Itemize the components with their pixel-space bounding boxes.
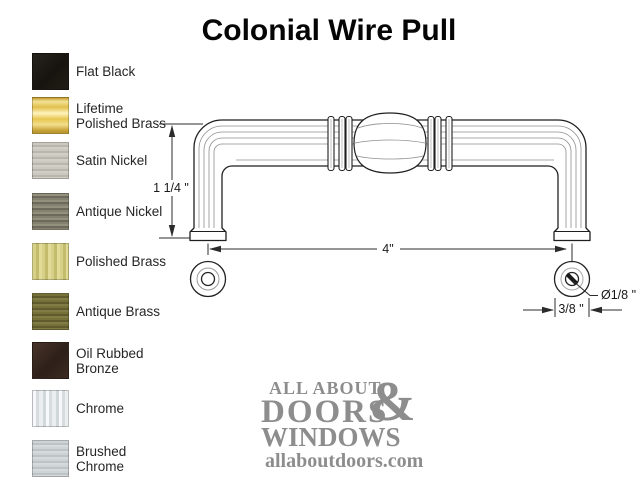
pull-handle-outline xyxy=(189,119,591,242)
wire-pull-technical-drawing: 1 1/4 " 4" 3/8 " Ø1/8 " xyxy=(153,112,636,317)
screw-slot xyxy=(566,273,578,285)
arrow-right-icon xyxy=(542,306,554,314)
finish-label-antique-nickel: Antique Nickel xyxy=(76,204,163,219)
finish-swatch-oil-rubbed-bronze[interactable] xyxy=(32,342,69,379)
finish-label-oil-rubbed-bronze: Oil Rubbed Bronze xyxy=(76,345,144,376)
arrow-left-icon xyxy=(590,306,602,314)
dim-length-label: 4" xyxy=(382,242,393,256)
logo-ampersand: & xyxy=(369,371,416,433)
barrel-contour-lines xyxy=(354,123,426,160)
finish-swatch-antique-nickel[interactable] xyxy=(32,193,69,230)
logo-line-windows: WINDOWS xyxy=(261,422,401,452)
finish-label-lifetime-polished-brass: Lifetime Polished Brass xyxy=(76,100,167,131)
finish-row-antique-brass: Antique Brass xyxy=(32,293,168,330)
finish-row-brushed-chrome: Brushed Chrome xyxy=(32,440,168,477)
finish-label-polished-brass: Polished Brass xyxy=(76,254,167,269)
finish-swatch-flat-black[interactable] xyxy=(32,53,69,90)
logo-line-all-about: ALL ABOUT xyxy=(269,378,382,398)
finish-row-polished-brass: Polished Brass xyxy=(32,243,168,280)
finish-swatch-satin-nickel[interactable] xyxy=(32,142,69,179)
finish-label-satin-nickel: Satin Nickel xyxy=(76,153,148,168)
finish-swatch-chrome[interactable] xyxy=(32,390,69,427)
dim-height-label: 1 1/4 " xyxy=(153,181,189,195)
finish-label-antique-brass: Antique Brass xyxy=(76,304,161,319)
mounting-hole-left xyxy=(189,260,227,298)
dim-base-width-label: 3/8 " xyxy=(558,302,583,316)
arrow-down-icon xyxy=(168,225,176,237)
dim-hole-label: Ø1/8 " xyxy=(601,288,636,302)
barrel xyxy=(353,112,427,174)
finish-swatch-brushed-chrome[interactable] xyxy=(32,440,69,477)
length-dimension-lines xyxy=(207,243,573,261)
finish-row-chrome: Chrome xyxy=(32,390,168,427)
finish-label-flat-black: Flat Black xyxy=(76,64,136,79)
all-about-doors-logo: ALL ABOUT & DOORS WINDOWS allaboutdoors.… xyxy=(261,371,431,472)
arrow-right-icon xyxy=(555,245,567,253)
finish-swatch-antique-brass[interactable] xyxy=(32,293,69,330)
ring-contour-lines xyxy=(330,119,450,168)
finish-label-brushed-chrome: Brushed Chrome xyxy=(76,443,127,474)
finish-swatch-lifetime-polished-brass[interactable] xyxy=(32,97,69,134)
finish-row-lifetime-polished-brass: Lifetime Polished Brass xyxy=(32,97,168,134)
finish-swatch-polished-brass[interactable] xyxy=(32,243,69,280)
logo-website: allaboutdoors.com xyxy=(265,450,424,472)
arrow-up-icon xyxy=(168,125,176,137)
finish-row-antique-nickel: Antique Nickel xyxy=(32,193,168,230)
finish-row-oil-rubbed-bronze: Oil Rubbed Bronze xyxy=(32,342,168,379)
finish-row-flat-black: Flat Black xyxy=(32,53,168,90)
logo-line-doors: DOORS xyxy=(261,394,389,430)
page-title: Colonial Wire Pull xyxy=(201,14,457,47)
hole-leader-line xyxy=(572,280,598,296)
arrow-left-icon xyxy=(209,245,221,253)
finish-label-chrome: Chrome xyxy=(76,401,125,416)
finish-row-satin-nickel: Satin Nickel xyxy=(32,142,168,179)
